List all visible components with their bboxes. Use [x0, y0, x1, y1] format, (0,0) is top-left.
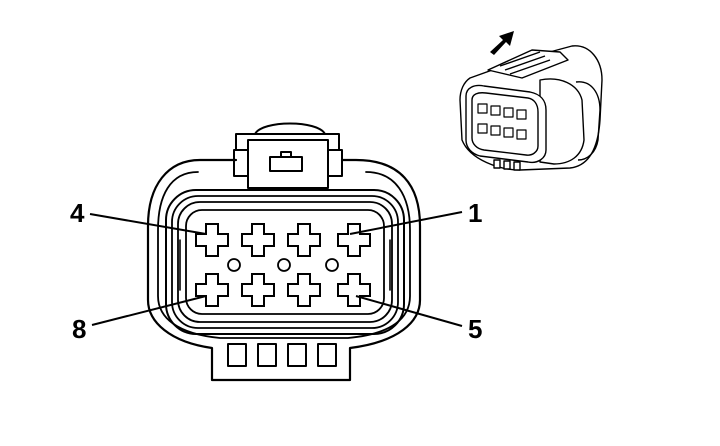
leader-5 — [355, 295, 463, 327]
seal-outer — [165, 189, 405, 335]
latch-left-ear — [233, 149, 249, 177]
leader-1 — [349, 211, 463, 235]
outer-shell — [146, 158, 422, 382]
pin-field — [185, 209, 385, 315]
inset-face-inner — [471, 92, 539, 156]
latch-right-ear — [327, 149, 343, 177]
pin-cavity-7 — [241, 273, 275, 307]
polarization-holes — [227, 258, 339, 272]
pin-cavity-5 — [337, 273, 371, 307]
leader-4 — [89, 213, 207, 235]
connector-face — [146, 122, 422, 382]
label-pin-1: 1 — [468, 198, 482, 228]
inset-side — [539, 78, 585, 165]
seal-middle — [171, 195, 399, 329]
shell-inner-line — [157, 171, 411, 339]
leader-8 — [91, 295, 207, 326]
inset-face — [465, 84, 547, 164]
inset-latch-ribs — [499, 51, 551, 75]
latch-dome — [254, 122, 326, 135]
inset-pins — [477, 103, 527, 140]
inset-view — [459, 31, 603, 171]
pin-cavity-2 — [287, 223, 321, 257]
leader-lines — [89, 211, 463, 327]
pin-cavity-1 — [337, 223, 371, 257]
inset-bottom-ribs — [493, 159, 521, 171]
seal-inner — [177, 201, 393, 323]
arrow-icon — [490, 31, 514, 55]
inset-top-latch — [487, 49, 569, 79]
pin-cavity-4 — [195, 223, 229, 257]
hole-1 — [227, 258, 241, 272]
label-pin-8: 8 — [72, 314, 86, 344]
latch-window — [269, 156, 303, 172]
hole-3 — [325, 258, 339, 272]
hole-2 — [277, 258, 291, 272]
inset-ring — [575, 81, 601, 161]
latch-block — [247, 139, 329, 189]
pin-cavity-3 — [241, 223, 275, 257]
label-pin-5: 5 — [468, 314, 482, 344]
label-pin-4: 4 — [70, 198, 85, 228]
pin-cavities — [195, 223, 371, 307]
pin-cavity-6 — [287, 273, 321, 307]
bottom-ribs — [227, 343, 337, 367]
latch-notch — [280, 151, 292, 158]
pin-cavity-8 — [195, 273, 229, 307]
